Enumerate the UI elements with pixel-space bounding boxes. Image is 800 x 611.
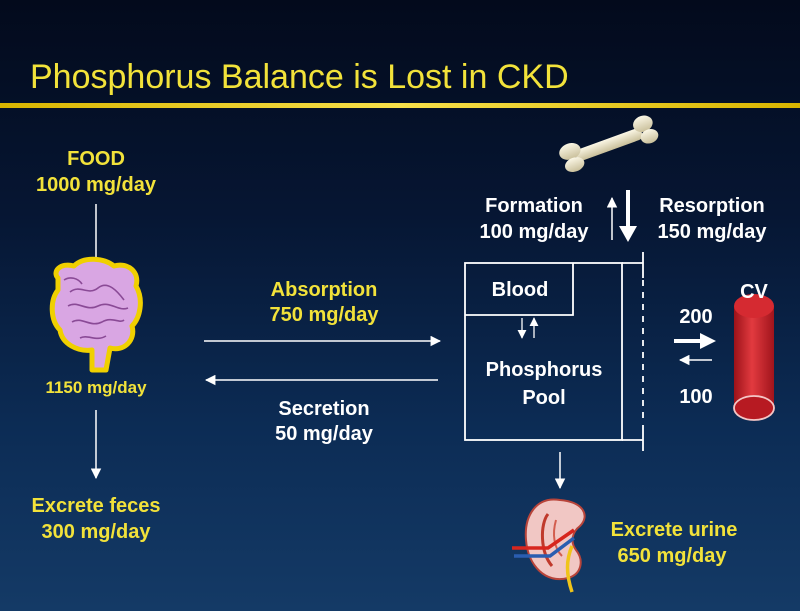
- absorption-label: Absorption: [270, 279, 378, 301]
- kidney-icon: [512, 498, 586, 593]
- pool-label-line2: Pool: [522, 387, 566, 409]
- blood-label: Blood: [491, 279, 549, 301]
- cv-out-value: 100: [679, 386, 713, 408]
- resorption-arrow: [619, 226, 637, 242]
- pool-label-line1: Phosphorus: [485, 359, 603, 381]
- urine-amount: 650 mg/day: [617, 545, 727, 567]
- cv-label: CV: [740, 281, 768, 303]
- resorption-amount: 150 mg/day: [657, 221, 767, 243]
- secretion-label: Secretion: [278, 398, 370, 420]
- cv-in-value: 200: [679, 306, 713, 328]
- food-amount: 1000 mg/day: [35, 174, 157, 196]
- feces-amount: 300 mg/day: [41, 521, 151, 543]
- title-underline: [0, 103, 800, 108]
- food-label: FOOD: [67, 148, 125, 170]
- cv-vessel: [733, 294, 775, 421]
- gut-amount: 1150 mg/day: [45, 378, 147, 397]
- secretion-amount: 50 mg/day: [275, 423, 373, 445]
- intestine-icon: [49, 256, 143, 373]
- absorption-amount: 750 mg/day: [269, 304, 379, 326]
- formation-label: Formation: [485, 195, 583, 217]
- formation-amount: 100 mg/day: [479, 221, 589, 243]
- slide-title: Phosphorus Balance is Lost in CKD: [30, 58, 569, 96]
- bone-icon: [559, 115, 659, 172]
- resorption-label: Resorption: [659, 195, 765, 217]
- pool-box: [464, 262, 623, 441]
- feces-label: Excrete feces: [31, 495, 161, 517]
- blood-box: [465, 263, 574, 316]
- urine-label: Excrete urine: [610, 519, 738, 541]
